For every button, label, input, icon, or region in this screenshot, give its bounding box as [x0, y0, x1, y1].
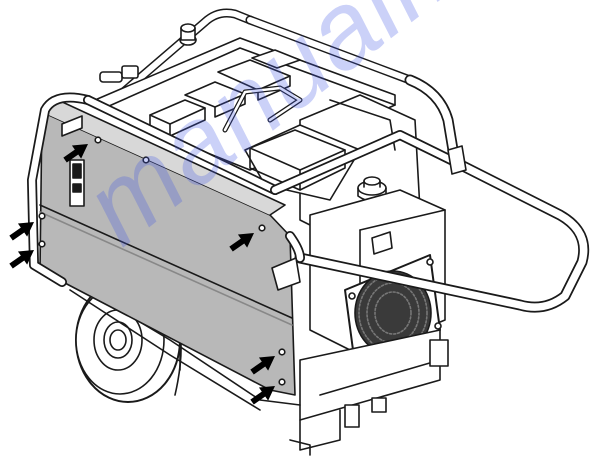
top-frame-tube [115, 8, 415, 100]
side-cover-panel [38, 99, 296, 396]
arrow-bottom-lower [250, 386, 275, 405]
fuel-cap [357, 176, 387, 202]
callout-arrows [9, 144, 275, 405]
arrow-top-left [63, 144, 88, 163]
arrow-left-upper [9, 222, 34, 241]
engine-base [289, 329, 449, 456]
arrow-bottom-upper [250, 356, 275, 375]
top-knob [179, 23, 197, 46]
arrow-right-upper [229, 233, 254, 252]
front-frame-tubes [27, 74, 590, 313]
arrow-left-lower [9, 250, 34, 269]
side-valve [99, 65, 139, 83]
